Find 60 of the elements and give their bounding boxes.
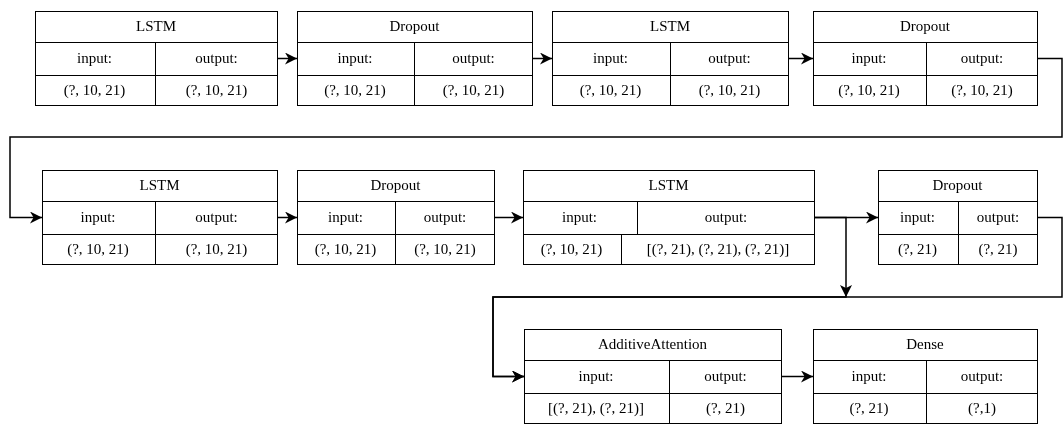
column-header: input:	[34, 41, 155, 75]
shape-value: (?, 10, 21)	[296, 233, 395, 265]
shape-value: (?, 10, 21)	[154, 74, 278, 106]
column-header: output:	[668, 359, 782, 393]
shape-value: (?, 21)	[957, 233, 1038, 265]
layer-name: AdditiveAttention	[596, 334, 709, 354]
shape-value: (?,1)	[925, 392, 1038, 424]
layer-table	[35, 11, 278, 106]
layer-name: Dense	[905, 334, 945, 354]
layer-table	[813, 329, 1038, 424]
shape-value: [(?, 21), (?, 21), (?, 21)]	[620, 233, 815, 265]
column-header: output:	[957, 200, 1038, 234]
column-header: input:	[877, 200, 958, 234]
layer-table	[523, 170, 815, 265]
column-header: input:	[812, 41, 926, 75]
column-header: output:	[925, 41, 1038, 75]
layer-name: LSTM	[138, 175, 181, 195]
shape-value: (?, 10, 21)	[41, 233, 155, 265]
column-header: input:	[522, 200, 637, 234]
column-header: input:	[41, 200, 155, 234]
shape-value: (?, 10, 21)	[413, 74, 533, 106]
shape-value: (?, 21)	[877, 233, 958, 265]
shape-value: (?, 10, 21)	[154, 233, 278, 265]
shape-value: (?, 10, 21)	[925, 74, 1038, 106]
shape-value: (?, 10, 21)	[522, 233, 621, 265]
layer-table	[42, 170, 278, 265]
shape-value: (?, 10, 21)	[551, 74, 670, 106]
layer-name: LSTM	[647, 175, 690, 195]
column-header: output:	[669, 41, 789, 75]
shape-value: (?, 10, 21)	[669, 74, 789, 106]
column-header: input:	[523, 359, 669, 393]
layer-table	[297, 11, 533, 106]
layer-name: Dropout	[931, 175, 984, 195]
column-header: output:	[154, 41, 278, 75]
shape-value: (?, 21)	[668, 392, 782, 424]
layer-name: Dropout	[388, 16, 441, 36]
layer-name: LSTM	[649, 16, 691, 36]
column-header: input:	[296, 41, 414, 75]
column-header: input:	[551, 41, 670, 75]
shape-value: [(?, 21), (?, 21)]	[523, 392, 669, 424]
layer-name: Dropout	[899, 16, 951, 36]
shape-value: (?, 10, 21)	[296, 74, 414, 106]
layer-table	[297, 170, 495, 265]
column-header: output:	[394, 200, 495, 234]
shape-value: (?, 10, 21)	[394, 233, 495, 265]
column-header: output:	[154, 200, 278, 234]
layer-table	[878, 170, 1038, 265]
shape-value: (?, 21)	[812, 392, 926, 424]
layer-name: Dropout	[369, 175, 422, 195]
layer-table	[524, 329, 782, 424]
column-header: output:	[636, 200, 815, 234]
column-header: input:	[296, 200, 395, 234]
shape-value: (?, 10, 21)	[812, 74, 926, 106]
column-header: input:	[812, 359, 926, 393]
layer-name: LSTM	[135, 16, 177, 36]
layer-table	[552, 11, 789, 106]
column-header: output:	[413, 41, 533, 75]
layer-table	[813, 11, 1038, 106]
column-header: output:	[925, 359, 1038, 393]
shape-value: (?, 10, 21)	[34, 74, 155, 106]
